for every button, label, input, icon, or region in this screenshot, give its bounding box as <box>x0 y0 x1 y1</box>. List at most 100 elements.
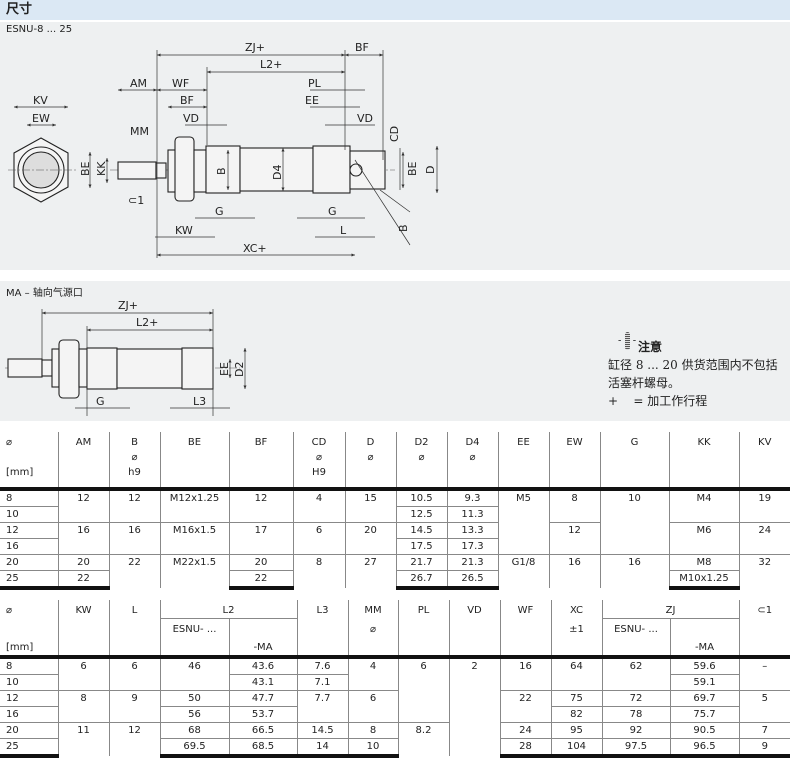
dim-mm: MM <box>130 125 149 138</box>
table-cell: 4 <box>347 656 398 691</box>
header-line: D2 <box>414 437 429 448</box>
dim-pl: PL <box>308 77 322 90</box>
table-cell: 50 <box>159 690 229 707</box>
column-header: L2 <box>159 600 297 619</box>
column-header: ZJ <box>601 600 739 619</box>
column-header: XC <box>550 600 602 619</box>
table-cell: 12 <box>108 488 160 523</box>
table-cell: 12 <box>57 488 109 523</box>
dim-be-rear: BE <box>406 161 419 176</box>
header-line: EW <box>566 437 583 448</box>
table-cell: 12.5 <box>395 506 447 523</box>
table-cell: 6 <box>57 656 109 691</box>
header-line: CD <box>311 437 327 448</box>
table-header-row: [mm]-MA-MA <box>0 637 790 659</box>
note-line1: 缸径 8 ... 20 供货范围内不包括 <box>608 358 778 372</box>
dim-kv: KV <box>33 94 48 107</box>
header-sub <box>738 637 790 659</box>
dim-cd: CD <box>388 126 401 142</box>
table-cell: 20 <box>0 554 58 571</box>
header-line: ⌀ <box>418 452 425 463</box>
table-cell: 8 <box>0 488 58 507</box>
table-cell: 17.5 <box>395 538 447 555</box>
table-cell: 9 <box>108 690 160 723</box>
header-line: D4 <box>465 437 480 448</box>
table-cell: 64 <box>550 656 602 691</box>
header-line: ⌀ <box>315 452 323 463</box>
column-header: D⌀ <box>344 432 396 491</box>
table-cell: 7.6 <box>296 656 348 675</box>
table-cell: 22 <box>57 570 109 590</box>
table-cell: M8 <box>668 554 739 571</box>
dim-vd-rear: VD <box>357 112 373 125</box>
table-cell: – <box>738 656 790 691</box>
column-header: PL <box>397 600 449 619</box>
table-cell: 20 <box>344 522 396 555</box>
table-cell: 25 <box>0 738 58 758</box>
header-line: ⌀ <box>131 452 138 463</box>
header-line <box>6 450 58 465</box>
table-cell: 27 <box>344 554 396 588</box>
column-header: ⌀ <box>6 605 13 616</box>
column-header: D4⌀ <box>446 432 498 491</box>
note-title: 注意 <box>638 340 663 354</box>
dim-l2-ma: L2+ <box>136 316 158 329</box>
table-cell: 10 <box>347 738 398 758</box>
dim-vd: VD <box>183 112 199 125</box>
column-header: L <box>108 600 160 619</box>
dim-zj: ZJ+ <box>245 41 265 54</box>
table-cell: 9 <box>738 738 790 758</box>
header-sub: ESNU- ... <box>601 618 670 637</box>
note-box: - - 注意 缸径 8 ... 20 供货范围内不包括 活塞杆螺母。 + = 加… <box>608 332 778 410</box>
drawing-panel-standard: ESNU-8 ... 25 <box>0 22 790 270</box>
table-cell: 9.3 <box>446 488 498 507</box>
table-cell: 20 <box>228 554 293 571</box>
dim-ee-ma: EE <box>218 362 231 376</box>
table-cell: 22 <box>499 690 551 723</box>
table-cell: 92 <box>601 722 670 739</box>
dim-g-ma: G <box>96 395 105 408</box>
header-sub <box>669 618 739 637</box>
table-cell: 75.7 <box>669 706 739 723</box>
table-cell: 53.7 <box>228 706 297 723</box>
table-cell: M22x1.5 <box>159 554 229 588</box>
dim-d4: D4 <box>271 165 284 180</box>
dim-d2-ma: D2 <box>233 362 246 377</box>
table-cell: 7.7 <box>296 690 348 723</box>
table-cell: 19 <box>738 488 790 523</box>
table-cell: 78 <box>601 706 670 723</box>
table-cell: 68 <box>159 722 229 739</box>
table-cell: 8 <box>0 656 58 675</box>
column-header: L3 <box>296 600 348 619</box>
column-header: KW <box>57 600 109 619</box>
table-cell: 6 <box>108 656 160 691</box>
header-line: BF <box>254 437 268 448</box>
table-cell: 16 <box>108 522 160 555</box>
table-cell: 56 <box>159 706 229 723</box>
header-line: h9 <box>128 467 141 478</box>
header-sub: -MA <box>228 637 297 659</box>
table-cell: 12 <box>108 722 160 756</box>
header-sub <box>0 619 58 638</box>
table-cell: 97.5 <box>601 738 670 758</box>
header-sub <box>499 637 551 659</box>
table-cell: 6 <box>347 690 398 723</box>
dim-l3-ma: L3 <box>193 395 206 408</box>
column-header: ⊂1 <box>738 600 790 619</box>
table-cell: 59.6 <box>669 656 739 675</box>
table-cell: 12 <box>228 488 293 523</box>
section-title: 尺寸 <box>0 0 790 20</box>
note-plus-symbol: + <box>608 394 619 408</box>
table-cell: 4 <box>292 488 345 523</box>
table-cell: 6 <box>292 522 345 555</box>
header-line: ⌀ <box>6 437 13 448</box>
header-line: KV <box>758 437 772 448</box>
